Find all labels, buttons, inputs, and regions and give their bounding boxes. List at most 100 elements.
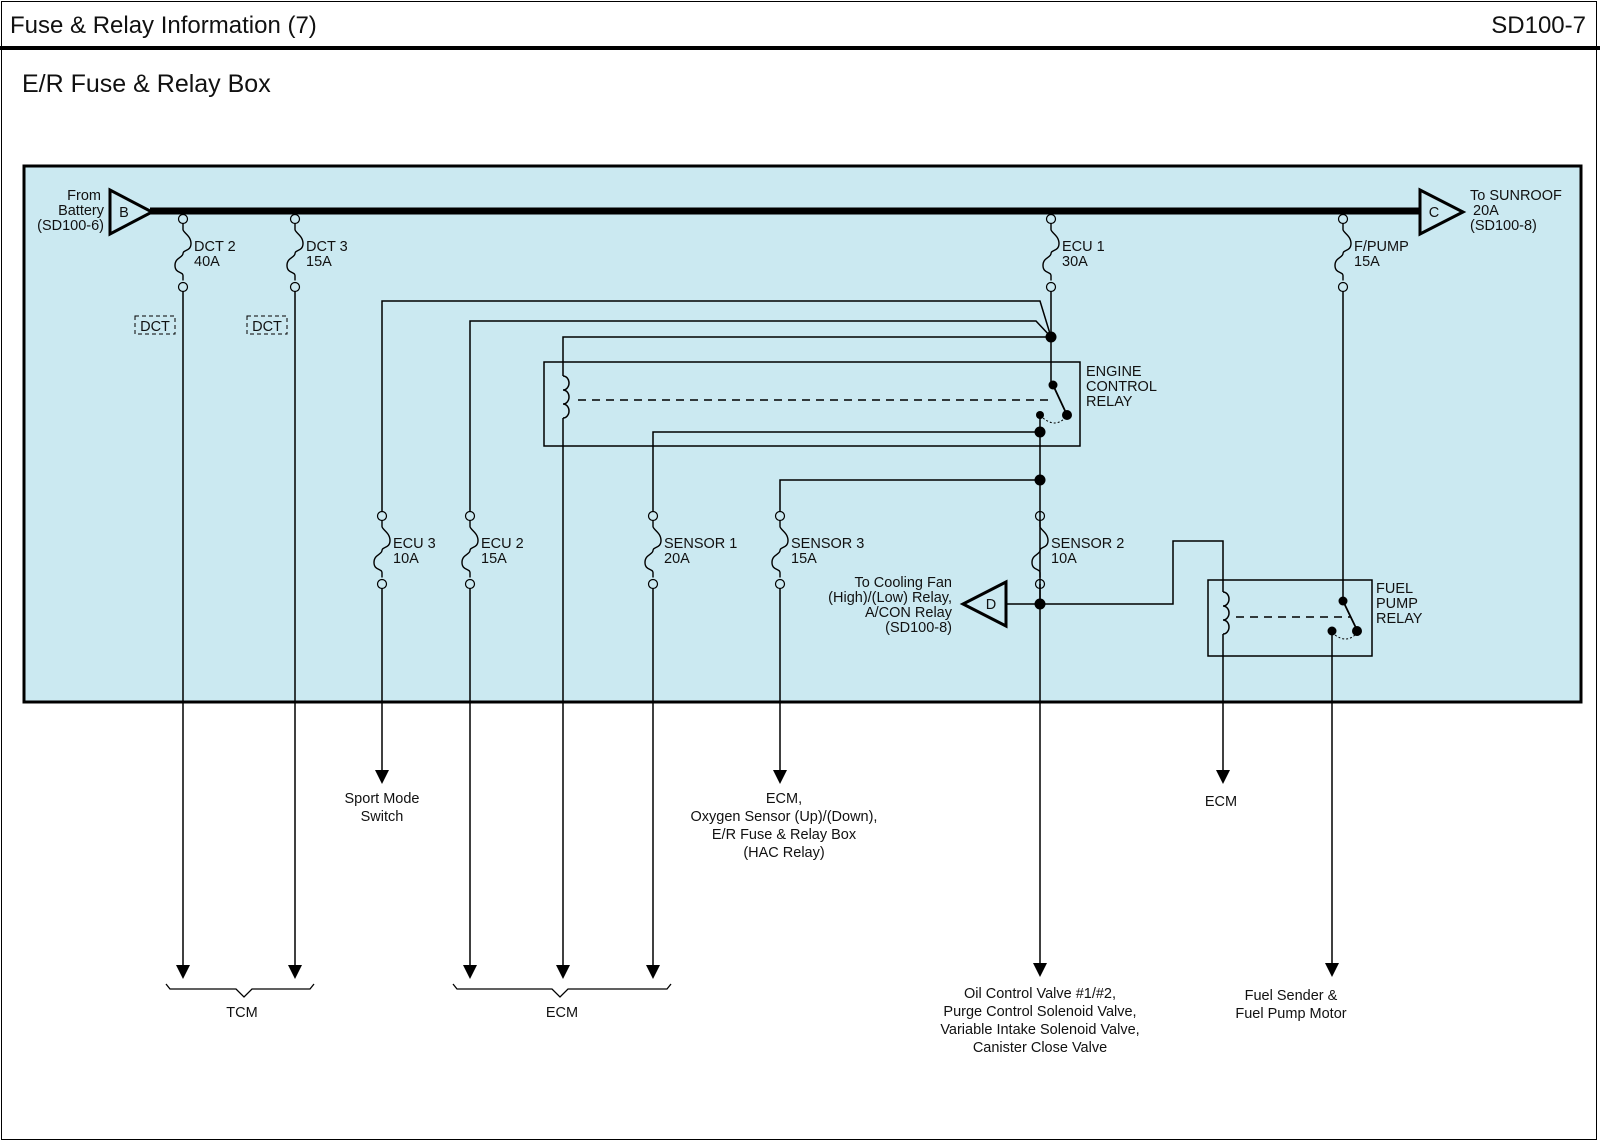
fuse-icon <box>1042 223 1060 281</box>
fuse-terminal <box>464 510 476 522</box>
fuse-name: F/PUMP <box>1354 239 1409 255</box>
dct-tag-text: DCT <box>140 319 170 335</box>
destination-sensor2: Oil Control Valve #1/#2, Purge Control S… <box>940 986 1139 1056</box>
engine-relay-label: RELAY <box>1086 394 1133 410</box>
page-header: Fuse & Relay Information (7) SD100-7 <box>0 0 1600 50</box>
destination-fuel-pump: Fuel Sender & Fuel Pump Motor <box>1235 988 1346 1022</box>
engine-relay-label: ENGINE <box>1086 364 1142 380</box>
connector-c-letter: C <box>1429 205 1439 221</box>
fuse-name: SENSOR 3 <box>791 536 864 552</box>
dct-tag-text: DCT <box>252 319 282 335</box>
fuse-rating: 15A <box>306 254 332 270</box>
wire <box>1006 540 1224 605</box>
wire <box>562 336 1051 376</box>
fuse-terminal <box>1337 213 1349 225</box>
fuse-rating: 10A <box>1051 551 1077 567</box>
destination-tcm: TCM <box>165 983 315 1021</box>
dest-text: Canister Close Valve <box>973 1040 1107 1056</box>
fuse-terminal <box>289 213 301 225</box>
fuse-icon <box>286 223 304 281</box>
dest-text: Sport Mode <box>345 791 420 807</box>
connector-d-label: A/CON Relay <box>865 605 953 621</box>
dest-text: Fuel Pump Motor <box>1235 1006 1346 1022</box>
fuel-relay-label: RELAY <box>1376 611 1423 627</box>
connector-c: C To SUNROOF 20A (SD100-8) <box>1418 187 1562 237</box>
page-code: SD100-7 <box>1491 12 1586 39</box>
fuel-relay-label: FUEL <box>1376 581 1413 597</box>
dest-text: Oxygen Sensor (Up)/(Down), <box>691 809 878 825</box>
connector-b-label: From <box>67 188 101 204</box>
relay-coil-icon <box>562 375 570 419</box>
connector-d: D To Cooling Fan (High)/(Low) Relay, A/C… <box>828 575 1008 636</box>
dest-text: Switch <box>361 809 404 825</box>
destination-sensor3: ECM, Oxygen Sensor (Up)/(Down), E/R Fuse… <box>691 791 878 861</box>
fuse-name: ECU 1 <box>1062 239 1105 255</box>
fuse-rating: 15A <box>791 551 817 567</box>
connector-c-label: To SUNROOF <box>1470 188 1562 204</box>
wire <box>779 479 1040 512</box>
fuse-relay-box <box>22 164 1583 704</box>
fuse-terminal <box>1045 281 1057 293</box>
arrow-down-icon <box>288 965 302 979</box>
fuse-terminal <box>376 578 388 590</box>
connector-d-label: (High)/(Low) Relay, <box>828 590 952 606</box>
section-title: E/R Fuse & Relay Box <box>22 70 271 98</box>
fuel-relay-label: PUMP <box>1376 596 1418 612</box>
fuse-name: SENSOR 2 <box>1051 536 1124 552</box>
destination-ecm: ECM <box>1205 794 1237 810</box>
fuse-icon <box>644 520 662 578</box>
fuse-terminal <box>177 281 189 293</box>
connector-b-letter: B <box>119 205 129 221</box>
engine-control-relay: ENGINE CONTROL RELAY <box>543 361 1157 447</box>
arrow-down-icon <box>375 770 389 784</box>
connector-b: B From Battery (SD100-6) <box>37 187 156 237</box>
wire <box>469 320 1052 512</box>
fuse-name: ECU 3 <box>393 536 436 552</box>
fuse-name: DCT 2 <box>194 239 236 255</box>
fuel-pump-relay: FUEL PUMP RELAY <box>1207 579 1423 657</box>
fuse-terminal <box>376 510 388 522</box>
relay-coil-icon <box>1222 591 1230 635</box>
connector-b-label: (SD100-6) <box>37 218 104 234</box>
fuse-icon <box>461 520 479 578</box>
fuse-name: SENSOR 1 <box>664 536 737 552</box>
wire <box>381 300 1052 512</box>
arrow-down-icon <box>1216 770 1230 784</box>
fuse-terminal <box>774 578 786 590</box>
connector-d-letter: D <box>986 597 996 613</box>
dest-text: Purge Control Solenoid Valve, <box>943 1004 1136 1020</box>
fuse-rating: 15A <box>1354 254 1380 270</box>
arrow-down-icon <box>1033 963 1047 977</box>
fuse-rating: 15A <box>481 551 507 567</box>
arrow-down-icon <box>773 770 787 784</box>
dest-text: (HAC Relay) <box>743 845 824 861</box>
connector-c-label: 20A <box>1473 203 1499 219</box>
engine-relay-label: CONTROL <box>1086 379 1157 395</box>
fuse-terminal <box>1045 213 1057 225</box>
arrow-down-icon <box>463 965 477 979</box>
dest-text: Variable Intake Solenoid Valve, <box>940 1022 1139 1038</box>
dest-text: ECM <box>546 1005 578 1021</box>
connector-c-label: (SD100-8) <box>1470 218 1537 234</box>
connector-d-label: (SD100-8) <box>885 620 952 636</box>
fuse-icon <box>771 520 789 578</box>
fuse-rating: 20A <box>664 551 690 567</box>
fuse-terminal <box>289 281 301 293</box>
fuse-terminal <box>1337 281 1349 293</box>
wire <box>652 431 1040 512</box>
arrow-down-icon <box>1325 963 1339 977</box>
destination-sport-mode: Sport Mode Switch <box>345 791 420 825</box>
fuse-terminal <box>464 578 476 590</box>
dct-option-tag: DCT <box>246 315 288 335</box>
fuse-terminal <box>177 213 189 225</box>
fuse-icon <box>373 520 391 578</box>
